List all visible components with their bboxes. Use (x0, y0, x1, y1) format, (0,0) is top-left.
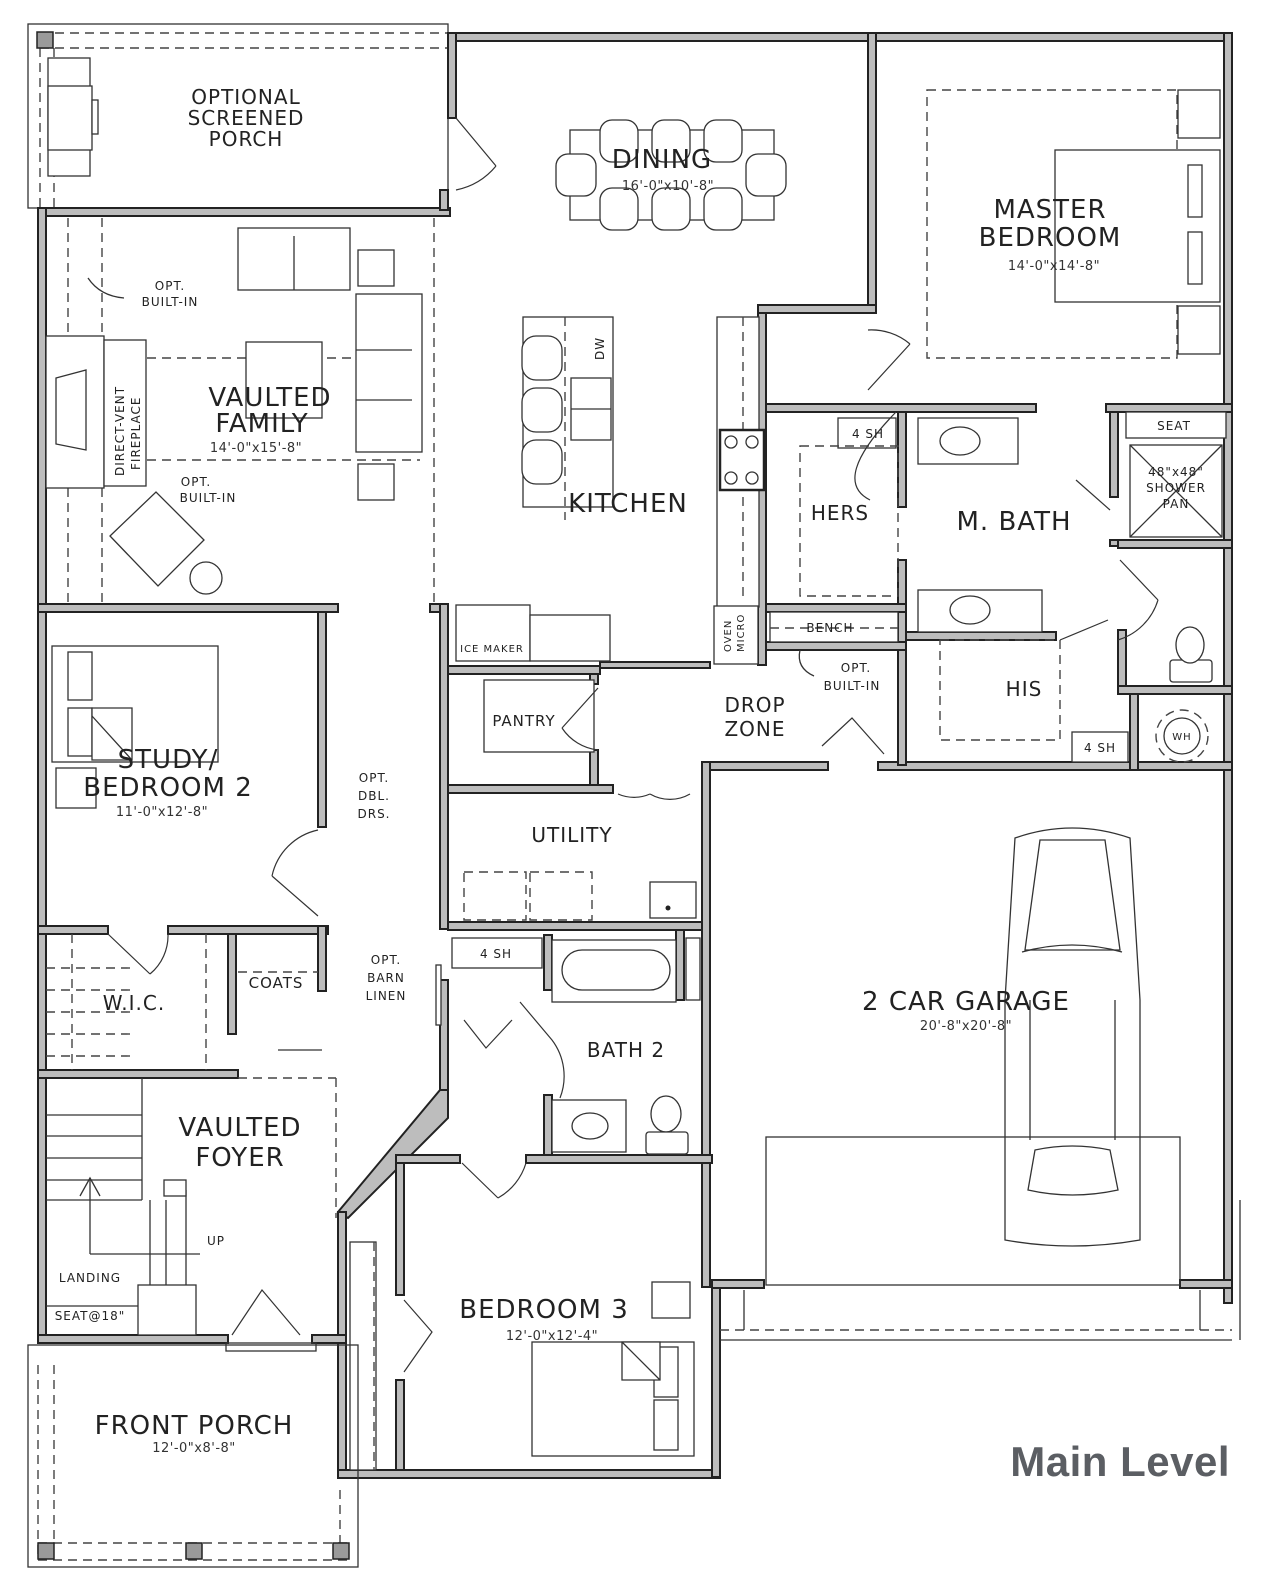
master-bedroom-dimension: 14'-0"x14'-8" (1008, 259, 1100, 274)
foyer-label-1: VAULTED (178, 1113, 301, 1143)
pantry-label: PANTRY (492, 712, 555, 730)
kitchen-fixtures (455, 316, 766, 665)
walls (37, 32, 1233, 1479)
hers-label: HERS (811, 501, 869, 525)
study-label-1: STUDY/ (118, 745, 219, 775)
his-label: HIS (1006, 677, 1043, 701)
drop-zone-label-2: ZONE (724, 717, 785, 741)
bedroom3-dimension: 12'-0"x12'-4" (506, 1329, 598, 1344)
fireplace-label-2: FIREPLACE (129, 396, 143, 470)
annotations: OPT. BUILT-IN OPT. BUILT-IN DIRECT-VENT … (55, 277, 1206, 1323)
garage-dimension: 20'-8"x20'-8" (920, 1019, 1012, 1034)
landing-label: LANDING (59, 1271, 121, 1285)
opt-built-in-top-1: OPT. (155, 279, 185, 293)
screened-porch-label-3: PORCH (209, 127, 284, 151)
garage-label: 2 CAR GARAGE (862, 987, 1070, 1017)
bath2-label: BATH 2 (587, 1038, 665, 1062)
garage-fixtures (720, 827, 1241, 1341)
study-label-2: BEDROOM 2 (83, 773, 253, 803)
level-title: Main Level (1010, 1438, 1230, 1485)
family-label-1: VAULTED (208, 383, 331, 413)
front-porch-label: FRONT PORCH (95, 1411, 294, 1441)
doors (107, 117, 1159, 1373)
bench-label: BENCH (806, 621, 853, 635)
master-furniture (926, 89, 1221, 359)
ice-maker-label: ICE MAKER (460, 644, 524, 655)
coats-label: COATS (249, 974, 304, 992)
bath2-fixtures (451, 937, 701, 1155)
bedroom3-label: BEDROOM 3 (459, 1295, 629, 1325)
opt-dbl-drs-2: DBL. (358, 789, 390, 803)
family-label-2: FAMILY (215, 409, 308, 439)
wic-coats-fixtures (46, 934, 318, 1070)
m-bath-label: M. BATH (957, 507, 1072, 537)
shower-pan-label-3: PAN (1163, 497, 1190, 511)
seat-18-label: SEAT@18" (55, 1309, 126, 1323)
opt-dbl-drs-1: OPT. (359, 771, 389, 785)
stairs (46, 1077, 337, 1336)
front-porch-area (27, 1342, 359, 1568)
four-sh-bath2: 4 SH (480, 947, 512, 961)
master-bath-fixtures (769, 411, 1227, 763)
opt-built-in-drop-2: BUILT-IN (824, 679, 881, 693)
opt-built-in-family-1: OPT. (181, 475, 211, 489)
dining-label: DINING (612, 145, 712, 175)
four-sh-hers: 4 SH (852, 427, 884, 441)
master-bedroom-label-1: MASTER (993, 195, 1106, 225)
opt-barn-linen-3: LINEN (366, 989, 407, 1003)
bedroom3-furniture (349, 1241, 695, 1471)
front-porch-dimension: 12'-0"x8'-8" (152, 1441, 236, 1456)
foyer-label-2: FOYER (195, 1143, 284, 1173)
shower-pan-label-2: SHOWER (1146, 481, 1206, 495)
opt-barn-linen-1: OPT. (371, 953, 401, 967)
wh-label: WH (1172, 732, 1191, 743)
wic-label: W.I.C. (103, 991, 165, 1015)
screened-porch-area (27, 23, 449, 209)
family-dimension: 14'-0"x15'-8" (210, 441, 302, 456)
study-furniture (51, 645, 219, 809)
shower-pan-label-1: 48"x48" (1148, 465, 1204, 479)
seat-label: SEAT (1157, 419, 1191, 433)
utility-label: UTILITY (531, 823, 612, 847)
oven-micro-label-2: MICRO (736, 614, 747, 652)
opt-built-in-top-2: BUILT-IN (142, 295, 199, 309)
dining-table (555, 119, 787, 231)
family-furniture (45, 218, 435, 604)
study-dimension: 11'-0"x12'-8" (116, 805, 208, 820)
dw-label: DW (593, 337, 607, 360)
opt-barn-linen-2: BARN (367, 971, 405, 985)
screened-porch-label-2: SCREENED (188, 106, 305, 130)
oven-micro-label-1: OVEN (723, 620, 734, 652)
four-sh-his: 4 SH (1084, 741, 1116, 755)
screened-porch-label-1: OPTIONAL (191, 85, 300, 109)
kitchen-label: KITCHEN (568, 489, 688, 519)
dining-dimension: 16'-0"x10'-8" (622, 179, 714, 194)
room-labels: OPTIONAL SCREENED PORCH DINING 16'-0"x10… (83, 85, 1122, 1456)
opt-built-in-family-2: BUILT-IN (180, 491, 237, 505)
drop-zone-label-1: DROP (724, 693, 785, 717)
up-label: UP (207, 1234, 225, 1248)
opt-dbl-drs-3: DRS. (357, 807, 390, 821)
master-bedroom-label-2: BEDROOM (979, 223, 1122, 253)
utility-fixtures (463, 679, 697, 921)
opt-built-in-drop-1: OPT. (841, 661, 871, 675)
fireplace-label-1: DIRECT-VENT (113, 386, 127, 476)
